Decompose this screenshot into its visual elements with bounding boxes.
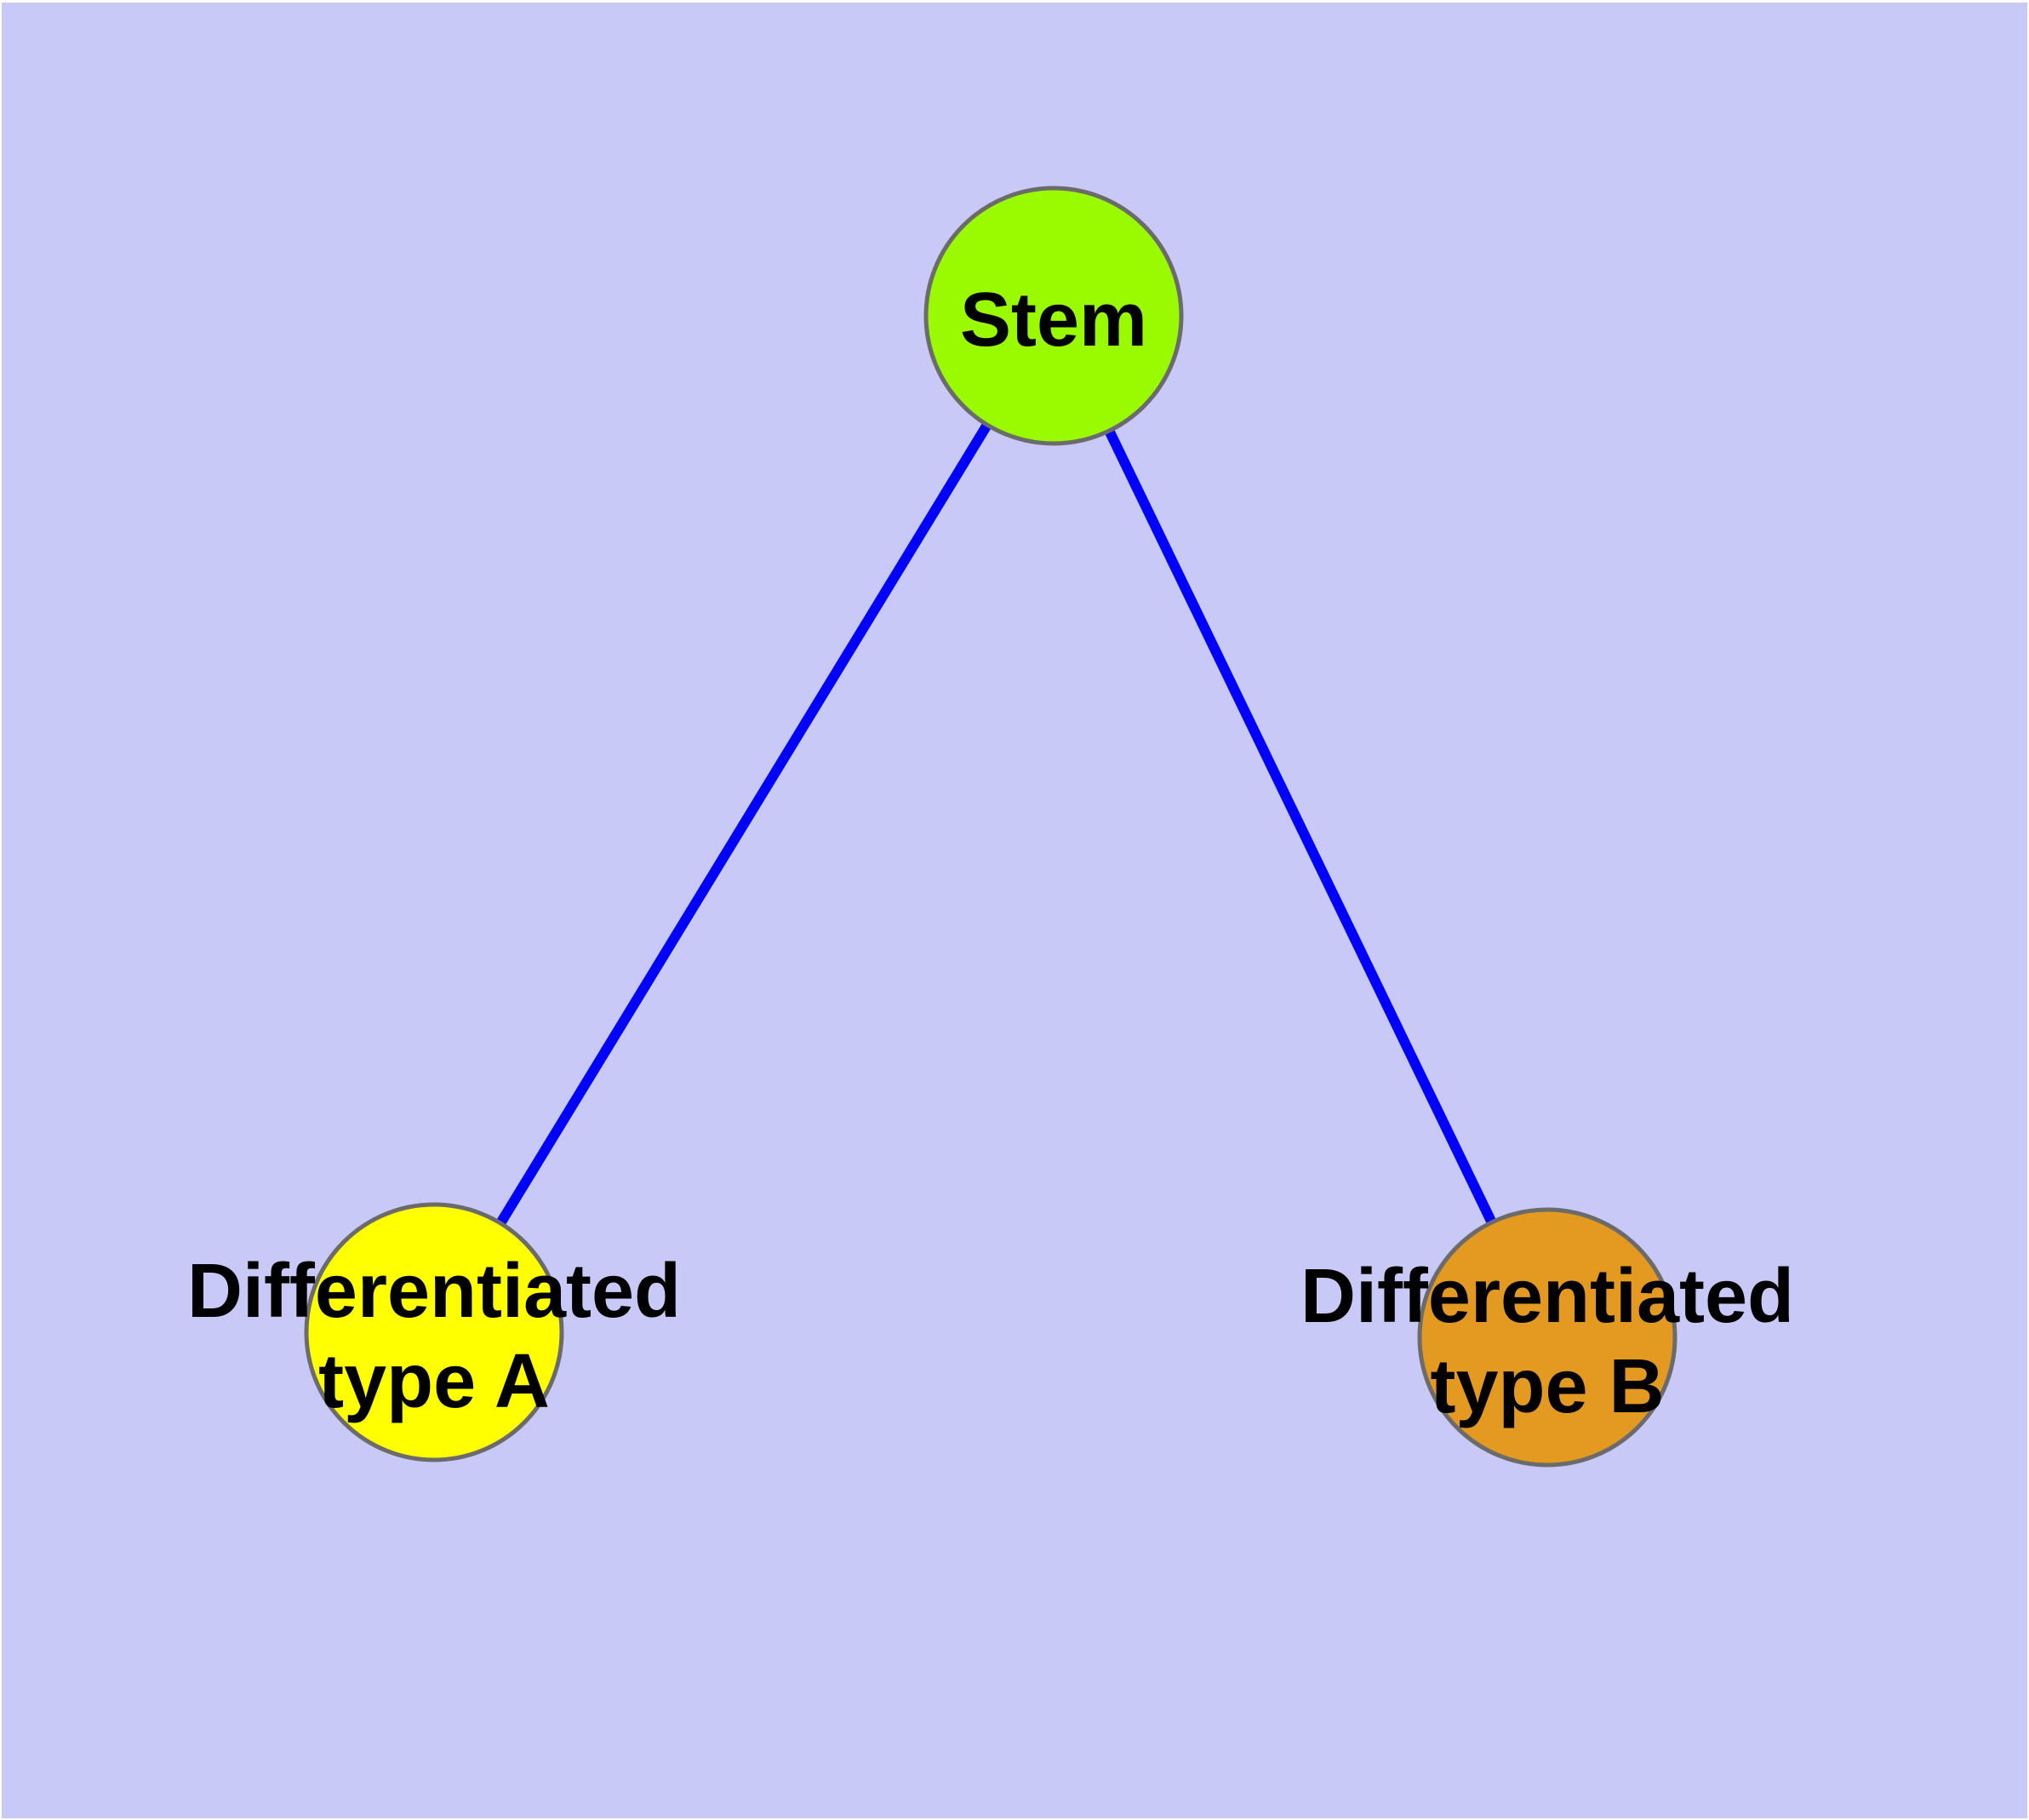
edge-stem-to-differentiated-type-b <box>1049 313 1552 1340</box>
node-label-line: Differentiated <box>187 1249 681 1334</box>
node-circle-differentiated-type-b <box>1417 1207 1677 1468</box>
node-label-line: type B <box>1430 1344 1664 1429</box>
edge-stem-to-differentiated-type-a <box>429 312 1059 1336</box>
node-circle-stem <box>923 186 1184 446</box>
node-label-line: Stem <box>960 278 1147 363</box>
node-label-stem: Stem <box>960 278 1147 363</box>
node-circle-differentiated-type-a <box>304 1202 564 1462</box>
node-label-line: type A <box>318 1339 550 1424</box>
node-label-line: Differentiated <box>1300 1254 1794 1339</box>
node-stem: Stem <box>923 186 1184 446</box>
